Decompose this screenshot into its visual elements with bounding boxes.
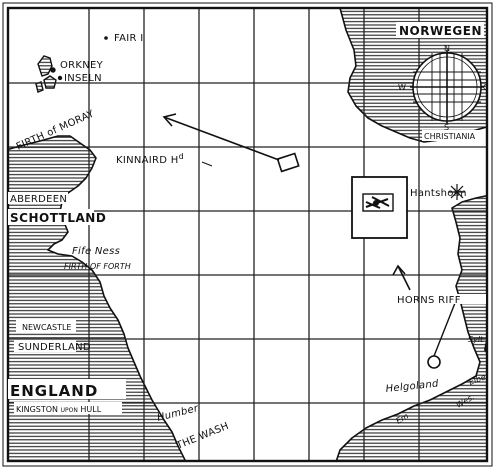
label-christiania: CHRISTIANIA <box>424 132 476 141</box>
label-fair-isle: FAIR I <box>114 33 144 44</box>
fair-isle-dot <box>104 36 108 40</box>
label-kingston-upon-hull: KINGSTON UPON HULL <box>16 405 102 414</box>
label-england: ENGLAND <box>10 382 98 400</box>
label-schottland: SCHOTTLAND <box>10 211 106 225</box>
label-firth-of-forth: FIRTH OF FORTH <box>64 262 131 271</box>
label-aberdeen: ABERDEEN <box>10 194 67 205</box>
compass-s: S <box>444 123 449 132</box>
label-kinnaird-head: KINNAIRD Hd <box>116 152 184 166</box>
map-frame <box>6 6 489 463</box>
kinnaird-pointer <box>201 161 213 167</box>
compass-o: O <box>483 83 489 92</box>
ship-marker-box <box>276 152 300 173</box>
horns-riff-pointer <box>433 302 456 357</box>
label-inseln: INSELN <box>64 73 102 84</box>
compass-n: N <box>444 44 450 53</box>
route-arrow-northwest <box>162 113 280 161</box>
label-newcastle: NEWCASTLE <box>22 323 71 332</box>
compass-w: W <box>398 83 406 92</box>
hantsholm-lighthouse-icon <box>449 184 465 200</box>
grid-lines <box>8 8 487 461</box>
compass-rose <box>410 50 484 124</box>
land-denmark-germany <box>335 194 487 461</box>
label-horns-riff: HORNS RIFF <box>397 295 461 306</box>
hantsholm-sector-box <box>351 176 408 239</box>
label-hantsholm: Hantsholm <box>410 188 467 199</box>
label-orkney: ORKNEY <box>60 60 104 71</box>
label-sylt: Sylt <box>468 335 484 344</box>
route-arrow-horns-riff <box>392 264 411 291</box>
helgoland-position-circle <box>427 355 441 369</box>
label-sunderland: SUNDERLAND <box>18 342 91 353</box>
label-norwegen: NORWEGEN <box>399 24 482 38</box>
label-fife-ness: Fife Ness <box>72 246 120 257</box>
